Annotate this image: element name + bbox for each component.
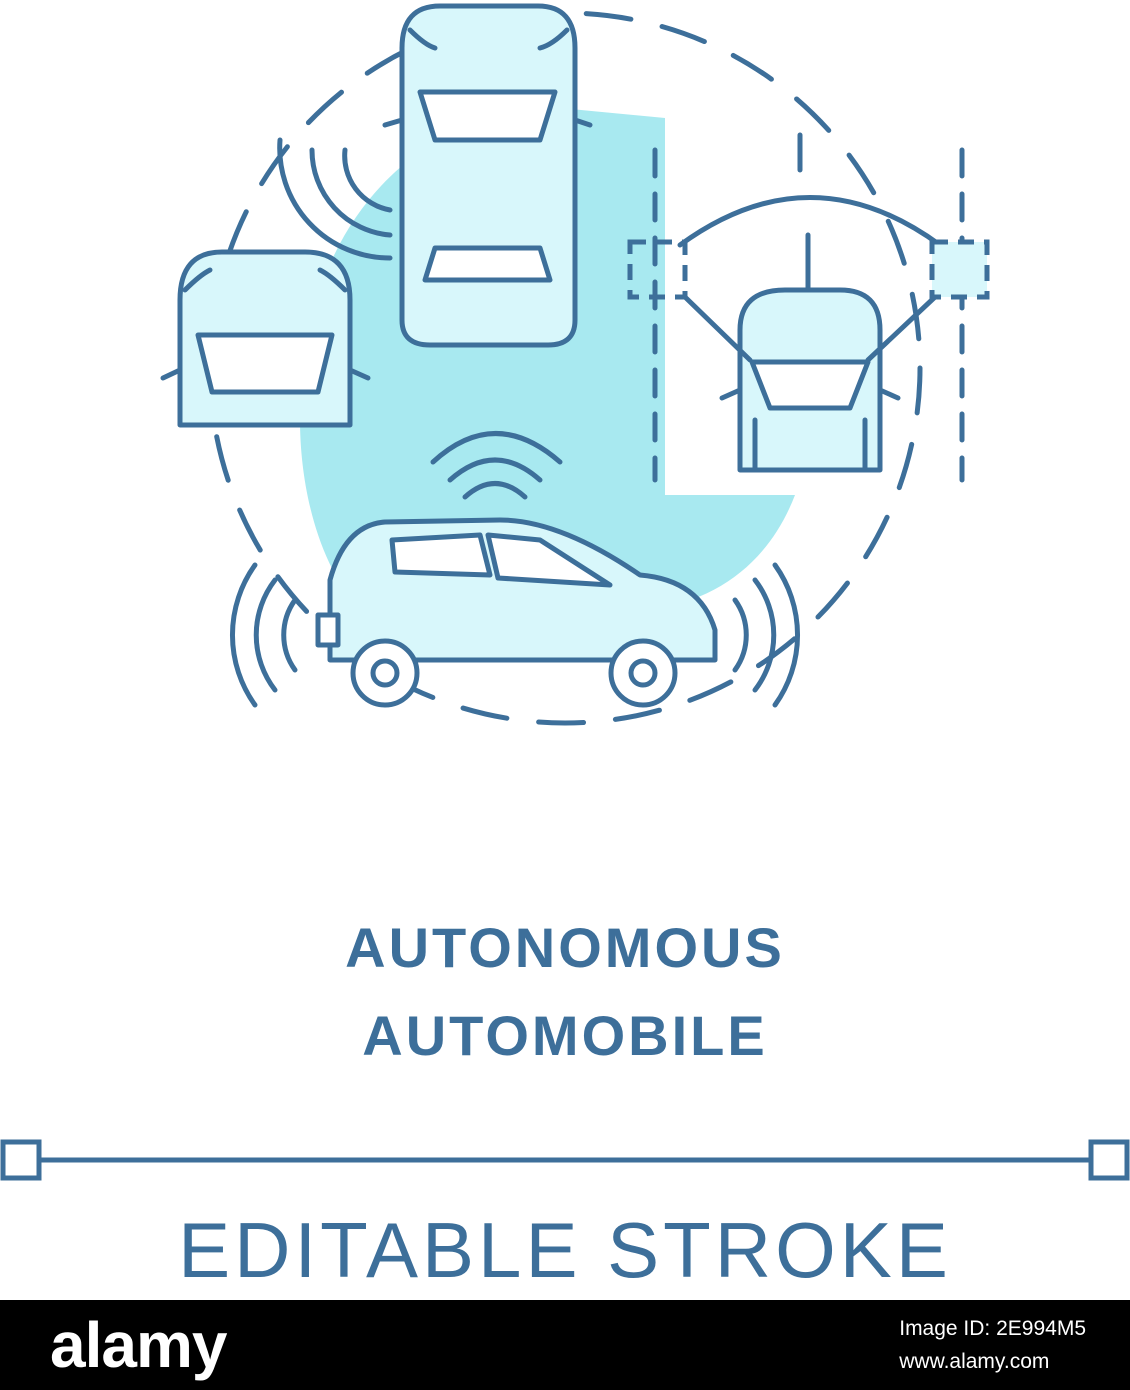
divider-handle-left <box>0 1139 42 1181</box>
divider-handle-right <box>1088 1139 1130 1181</box>
top-car-sensor-waves <box>277 137 393 261</box>
top-car <box>382 3 593 348</box>
watermark-image-id: Image ID: 2E994M5 <box>899 1317 1086 1340</box>
watermark-site: www.alamy.com <box>899 1350 1050 1373</box>
watermark-brand: alamy <box>50 1309 227 1381</box>
bottom-car-sensor-waves <box>230 562 800 708</box>
bottom-car <box>315 517 718 708</box>
stroke-divider <box>0 1139 1130 1181</box>
watermark-bar: alamy Image ID: 2E994M5 www.alamy.com <box>0 1300 1130 1390</box>
right-car <box>627 132 990 483</box>
detection-box-left <box>627 239 688 300</box>
title-line-2: AUTOMOBILE <box>362 1004 768 1067</box>
wifi-signal-icon <box>430 431 563 500</box>
editable-stroke-caption: EDITABLE STROKE <box>178 1206 952 1294</box>
detection-box-right <box>929 239 990 300</box>
watermark-info: Image ID: 2E994M5 www.alamy.com <box>899 1312 1086 1378</box>
left-car <box>160 249 371 428</box>
autonomous-automobile-icon: .s { fill: none; stroke: #3d6f9a; stroke… <box>160 3 990 726</box>
title-line-1: AUTONOMOUS <box>345 916 785 979</box>
